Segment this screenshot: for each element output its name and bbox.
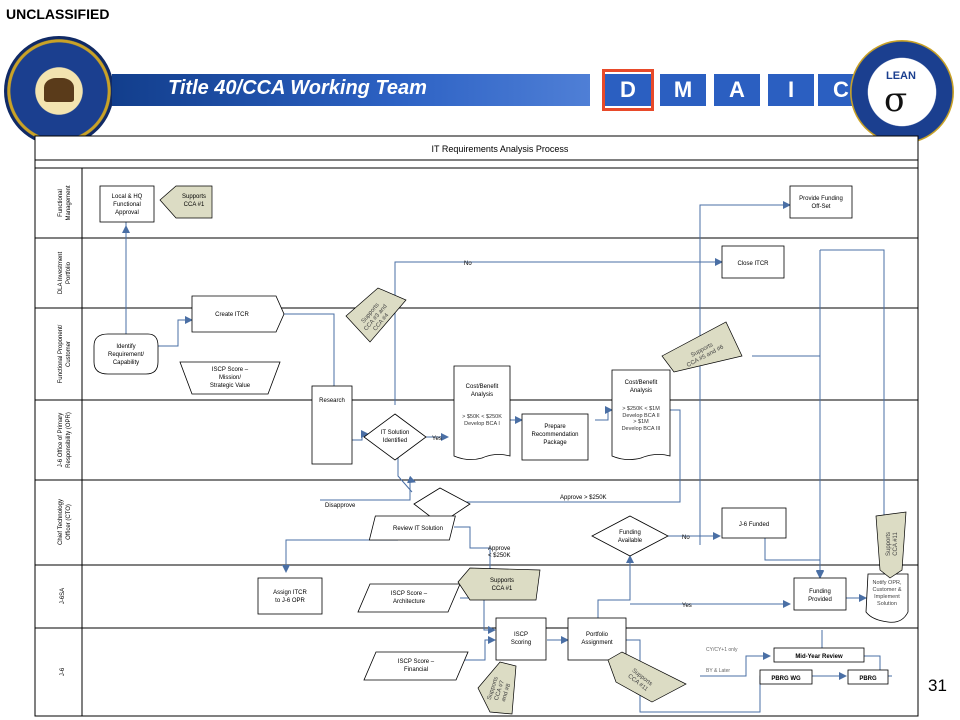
svg-text:ISCP Score –Financial: ISCP Score –Financial (398, 659, 435, 673)
node-pbrg-wg (759, 669, 813, 685)
svg-text:J-6 Funded: J-6 Funded (739, 522, 769, 528)
page-number: 31 (928, 676, 947, 695)
svg-text:ISCP Score –Mission/Strategic: ISCP Score –Mission/Strategic Value (210, 367, 251, 389)
node-create-itcr (191, 295, 285, 333)
lean-six-sigma-seal-logo (850, 40, 954, 144)
node-notify-opr (865, 573, 909, 623)
callout-cca1-mid (457, 567, 541, 601)
lean-word: LEAN (886, 70, 916, 82)
lane-label-j6: J-6 (60, 667, 66, 676)
dod-eagle-icon (44, 78, 74, 102)
svg-text:PBRG: PBRG (859, 676, 877, 682)
dmaic-measure: M (660, 74, 706, 106)
swimlanes (35, 167, 918, 716)
edge-label-approve-lt: Approve< $250K (488, 546, 511, 559)
edge-label-no-funding: No (682, 535, 690, 541)
edge-label-approve-ge: Approve > $250K (560, 495, 607, 501)
svg-text:SupportsCCA #7and #8: SupportsCCA #7and #8 (487, 676, 513, 705)
node-cba-1 (453, 365, 511, 460)
node-local-hq-approval (99, 185, 155, 223)
node-iscp-score-architecture (357, 583, 461, 613)
page-title: Title 40/CCA Working Team (168, 77, 427, 99)
node-review-it-solution (368, 515, 456, 541)
svg-text:Mid-Year Review: Mid-Year Review (795, 654, 843, 660)
classification-label: UNCLASSIFIED (6, 6, 110, 22)
callout-cca7-8 (477, 661, 517, 715)
node-iscp-scoring (495, 617, 547, 661)
node-prepare-recommendation (521, 413, 589, 461)
callout-cca5-6 (661, 321, 743, 373)
node-iscp-score-financial (363, 651, 469, 681)
node-research (311, 385, 353, 465)
edge-label-no: No (464, 261, 472, 267)
node-provide-funding-offset (789, 185, 853, 219)
edge-label-disapprove: Disapprove (325, 503, 356, 509)
node-portfolio-assignment (567, 617, 627, 661)
callout-cca11-right (875, 511, 907, 579)
svg-text:SupportsCCA #1: SupportsCCA #1 (490, 578, 514, 592)
svg-text:ISCP Score –Architecture: ISCP Score –Architecture (391, 591, 428, 605)
sigma-icon: σ (884, 80, 908, 120)
node-assign-itcr (257, 577, 323, 615)
dmaic-define: D (605, 74, 651, 106)
svg-text:Review IT Solution: Review IT Solution (393, 526, 443, 532)
node-pbrg (847, 669, 889, 685)
dmaic-current-phase-highlight (602, 69, 654, 111)
lane-label-functional-proponent-customer: Functional Proponent/Customer (58, 324, 72, 383)
lane-label-j6sa: J-6SA (60, 588, 66, 604)
edge-label-cy-fy: CY/CY+1 only (706, 647, 738, 653)
node-funding-provided (793, 577, 847, 611)
svg-text:SupportsCCA #11: SupportsCCA #11 (886, 532, 899, 556)
svg-text:Research: Research (319, 398, 345, 404)
callout-cca1-top (159, 185, 213, 219)
edge-label-yes-funding: Yes (682, 603, 692, 609)
edge-label-yes: Yes (432, 436, 442, 442)
dmaic-analyze: A (714, 74, 760, 106)
node-identify-requirement (93, 333, 159, 375)
node-j6-funded (721, 507, 787, 539)
dmaic-improve: I (768, 74, 814, 106)
svg-text:PBRG WG: PBRG WG (771, 676, 801, 682)
node-close-itcr (721, 245, 785, 279)
title-bar (112, 74, 590, 106)
svg-text:Create ITCR: Create ITCR (215, 312, 249, 318)
node-it-solution-identified (363, 413, 427, 461)
node-cba-2 (611, 369, 671, 460)
node-iscp-score-mission (179, 361, 281, 395)
edge-label-by-later: BY & Later (706, 668, 730, 674)
svg-text:Close ITCR: Close ITCR (737, 261, 769, 267)
svg-text:SupportsCCA #1: SupportsCCA #1 (182, 194, 206, 208)
callout-cca3-4 (345, 287, 407, 343)
node-mid-year-review (773, 647, 865, 663)
callout-cca11-bottom (607, 651, 687, 703)
diagram-title: IT Requirements Analysis Process (432, 144, 569, 154)
node-funding-available (591, 515, 669, 557)
